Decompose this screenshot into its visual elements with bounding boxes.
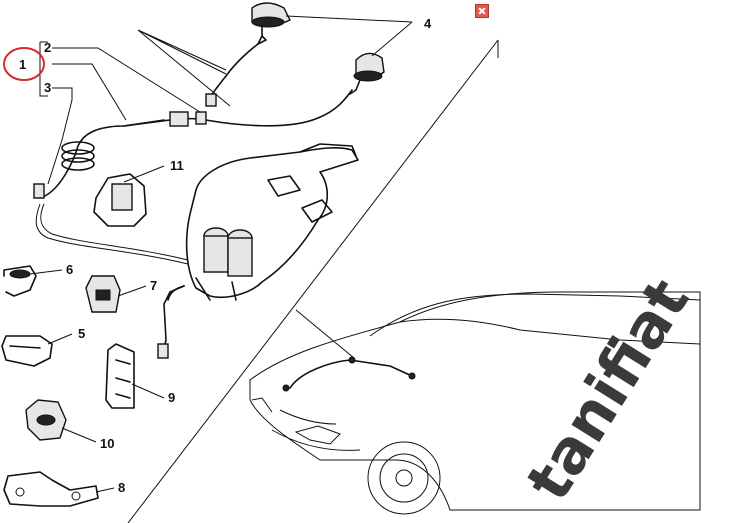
bracket-1-3 [39, 42, 48, 97]
close-icon[interactable] [475, 4, 489, 18]
hose-lower-loop-inner [40, 203, 189, 261]
hose-tee-connector [169, 93, 217, 127]
car-outline [249, 291, 701, 515]
clip-9 [105, 343, 135, 409]
hose-upper [207, 43, 259, 101]
leader-hose-top [137, 29, 231, 107]
clip-10 [25, 399, 67, 441]
hose-coil [61, 141, 95, 171]
leader-5 [47, 333, 73, 345]
callout-7: 7 [150, 278, 157, 293]
connector-7 [85, 275, 121, 313]
watermark-text: tanifiat [513, 267, 703, 513]
washer-nozzle-right [349, 52, 385, 95]
leader-9 [131, 383, 165, 399]
leader-7 [117, 285, 147, 297]
hose-main [39, 89, 353, 199]
washer-nozzle-upper [251, 2, 291, 45]
frame-divider-left [127, 39, 499, 523]
clip-5 [1, 335, 53, 367]
callout-2: 2 [44, 40, 51, 55]
leader-2 [52, 47, 201, 113]
bracket-8 [3, 471, 99, 507]
leader-1 [52, 63, 127, 121]
callout-10: 10 [100, 436, 114, 451]
highlight-circle [3, 47, 45, 81]
callout-4: 4 [424, 16, 432, 31]
callout-1: 1 [19, 57, 26, 72]
reservoir-bracket [93, 173, 147, 227]
callout-5: 5 [78, 326, 85, 341]
hose-lower-loop [35, 203, 189, 265]
car-detail-leader [295, 309, 355, 359]
leader-3 [47, 87, 73, 185]
callout-9: 9 [168, 390, 175, 405]
callout-11: 11 [170, 158, 184, 173]
callout-8: 8 [118, 480, 125, 495]
hose-end-fitting [33, 183, 45, 199]
pump-pipe-fitting [157, 343, 169, 359]
washer-reservoir [167, 143, 359, 301]
clip-6 [3, 265, 37, 297]
callout-3: 3 [44, 80, 51, 95]
leader-8 [95, 487, 115, 493]
callout-6: 6 [66, 262, 73, 277]
leader-6 [29, 269, 63, 275]
leader-4 [285, 15, 413, 57]
leader-10 [61, 427, 97, 443]
leader-11 [123, 165, 165, 183]
